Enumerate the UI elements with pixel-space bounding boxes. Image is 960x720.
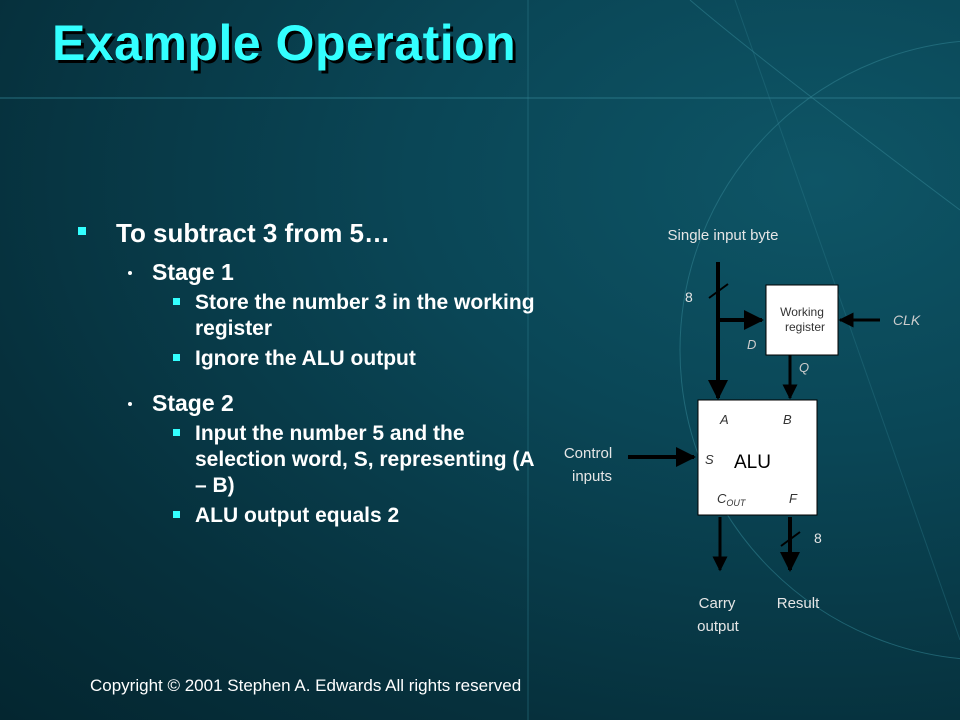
stage1-item: Ignore the ALU output bbox=[78, 346, 538, 372]
alu-s-label: S bbox=[705, 452, 714, 467]
register-d-label: D bbox=[747, 337, 756, 352]
alu-f-label: F bbox=[789, 491, 798, 506]
dot-bullet-icon bbox=[128, 271, 132, 275]
bullet-list: To subtract 3 from 5… Stage 1 Store the … bbox=[78, 218, 538, 529]
main-bullet: To subtract 3 from 5… bbox=[78, 218, 538, 249]
single-input-label: Single input byte bbox=[668, 227, 779, 244]
main-bullet-text: To subtract 3 from 5… bbox=[116, 218, 391, 248]
square-bullet-icon bbox=[78, 227, 86, 235]
result-bus-width: 8 bbox=[814, 530, 822, 546]
square-bullet-icon bbox=[173, 429, 180, 436]
copyright-footer: Copyright © 2001 Stephen A. Edwards All … bbox=[90, 676, 522, 695]
working-register-label: register bbox=[785, 320, 825, 334]
register-q-label: Q bbox=[799, 360, 809, 375]
stage1-item: Store the number 3 in the working regist… bbox=[78, 290, 538, 342]
stage2-label: Stage 2 bbox=[152, 390, 234, 416]
square-bullet-icon bbox=[173, 511, 180, 518]
control-inputs-label: Control bbox=[564, 445, 612, 462]
clk-label: CLK bbox=[893, 312, 921, 328]
stage1-label: Stage 1 bbox=[152, 259, 234, 285]
input-bus-width: 8 bbox=[685, 289, 693, 305]
result-label: Result bbox=[777, 595, 820, 612]
square-bullet-icon bbox=[173, 354, 180, 361]
stage1-bullet: Stage 1 bbox=[78, 259, 538, 286]
alu-cout-label: COUT bbox=[717, 491, 747, 508]
stage2-item-text: ALU output equals 2 bbox=[195, 504, 400, 527]
input-bus-slash bbox=[708, 283, 729, 299]
stage1-item-text: Ignore the ALU output bbox=[195, 347, 416, 370]
alu-box bbox=[697, 399, 818, 516]
result-bus-slash bbox=[780, 531, 801, 547]
stage2-item: ALU output equals 2 bbox=[78, 503, 538, 529]
alu-cout-sub: OUT bbox=[726, 498, 747, 508]
alu-cout-c: C bbox=[717, 491, 727, 506]
working-register-label: Working bbox=[780, 305, 824, 319]
control-inputs-label: inputs bbox=[572, 468, 612, 485]
slide-title: Example Operation bbox=[52, 15, 517, 71]
carry-output-label: Carry bbox=[699, 595, 736, 612]
dot-bullet-icon bbox=[128, 402, 132, 406]
alu-b-label: B bbox=[783, 412, 792, 427]
alu-a-label: A bbox=[719, 412, 729, 427]
stage2-bullet: Stage 2 bbox=[78, 390, 538, 417]
stage2-item-text: Input the number 5 and the selection wor… bbox=[195, 422, 534, 497]
square-bullet-icon bbox=[173, 298, 180, 305]
stage1-item-text: Store the number 3 in the working regist… bbox=[195, 291, 535, 340]
alu-title: ALU bbox=[734, 452, 771, 473]
stage2-item: Input the number 5 and the selection wor… bbox=[78, 421, 538, 499]
carry-output-label: output bbox=[697, 618, 740, 635]
working-register-box bbox=[765, 284, 839, 356]
